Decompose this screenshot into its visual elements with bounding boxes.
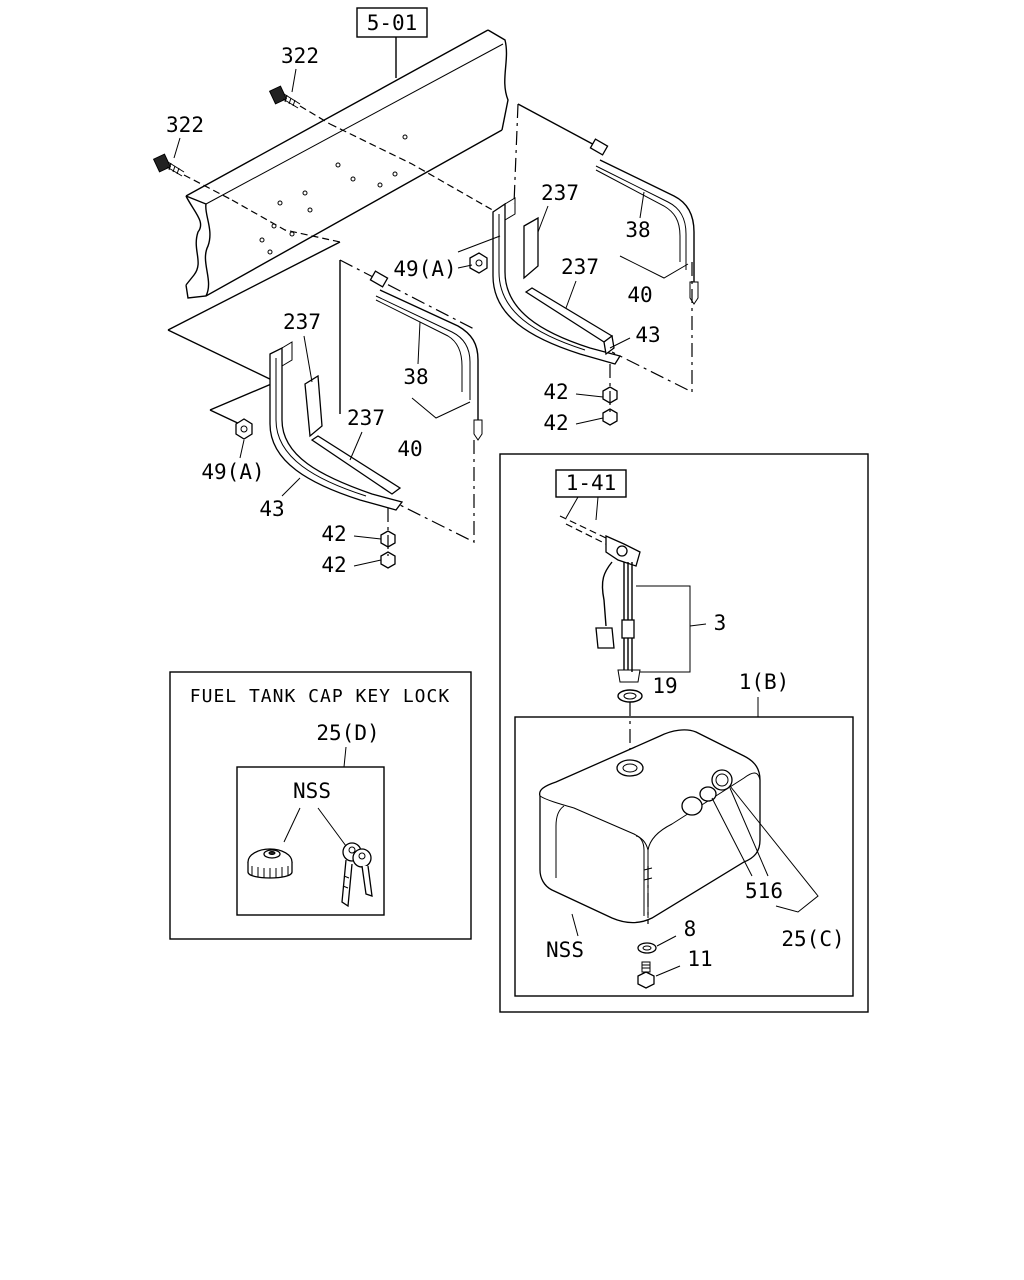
callout-nut-49-r: 49(A) (393, 257, 456, 281)
frame-ref-label: 5-01 (367, 11, 418, 35)
bracket-assembly-left (167, 259, 483, 569)
callout-drain-plug: 11 (687, 947, 712, 971)
tank-group-label: 1(B) (739, 670, 790, 694)
fuel-cap-icon (247, 848, 293, 879)
callout-band-assy-r: 40 (627, 283, 652, 307)
key-lock-inner-box (236, 766, 385, 916)
callout-band-r: 38 (625, 218, 650, 242)
callout-nut-42-r2: 42 (543, 411, 568, 435)
key-lock-nss: NSS (293, 779, 331, 803)
fuel-gauge-unit (559, 515, 641, 683)
callout-nut-42-r1: 42 (543, 380, 568, 404)
callout-pad-r1: 237 (541, 181, 579, 205)
gasket (617, 689, 643, 703)
callout-bracket-r: 43 (635, 323, 660, 347)
callout-bolt-left: 322 (166, 113, 204, 137)
gauge-ref-box[interactable]: 1-41 (555, 469, 627, 498)
washer (637, 942, 657, 954)
callout-pad-l2: 237 (347, 406, 385, 430)
frame-rail (185, 29, 509, 299)
callout-pad-r2: 237 (561, 255, 599, 279)
bolt-322-left (152, 153, 233, 201)
gauge-ref-label: 1-41 (566, 471, 617, 495)
callout-band-l: 38 (403, 365, 428, 389)
keys-icon (341, 842, 373, 908)
callout-nut-42-l2: 42 (321, 553, 346, 577)
filler-neck-icon (681, 796, 703, 816)
callout-cap-set: 25(C) (781, 927, 844, 951)
fuel-tank-body (538, 729, 761, 924)
key-lock-panel[interactable]: FUEL TANK CAP KEY LOCK 25(D) NSS (169, 671, 472, 940)
callout-band-assy-l: 40 (397, 437, 422, 461)
callout-bracket-l: 43 (259, 497, 284, 521)
fuel-cap-icon (711, 769, 733, 791)
callout-bolt-top: 322 (281, 44, 319, 68)
callout-nut-42-l1: 42 (321, 522, 346, 546)
key-lock-title: FUEL TANK CAP KEY LOCK (190, 686, 450, 707)
bolt-322-top (268, 85, 331, 125)
key-lock-set-label: 25(D) (316, 721, 379, 745)
frame-ref-box[interactable]: 5-01 (356, 7, 428, 38)
bracket-assembly-right (167, 103, 699, 426)
callout-cap-parts: 516 (745, 879, 783, 903)
callout-gauge-unit: 3 (714, 611, 727, 635)
fuel-tank-panel[interactable]: 1(B) 1-41 3 19 (499, 453, 869, 1013)
gauge-mount-port (616, 759, 644, 777)
tank-inner-box (514, 716, 854, 997)
callout-washer: 8 (684, 917, 697, 941)
drain-plug (637, 961, 655, 989)
callout-pad-l1: 237 (283, 310, 321, 334)
callout-nut-49-l: 49(A) (201, 460, 264, 484)
callout-gasket: 19 (652, 674, 677, 698)
tank-nss: NSS (546, 938, 584, 962)
